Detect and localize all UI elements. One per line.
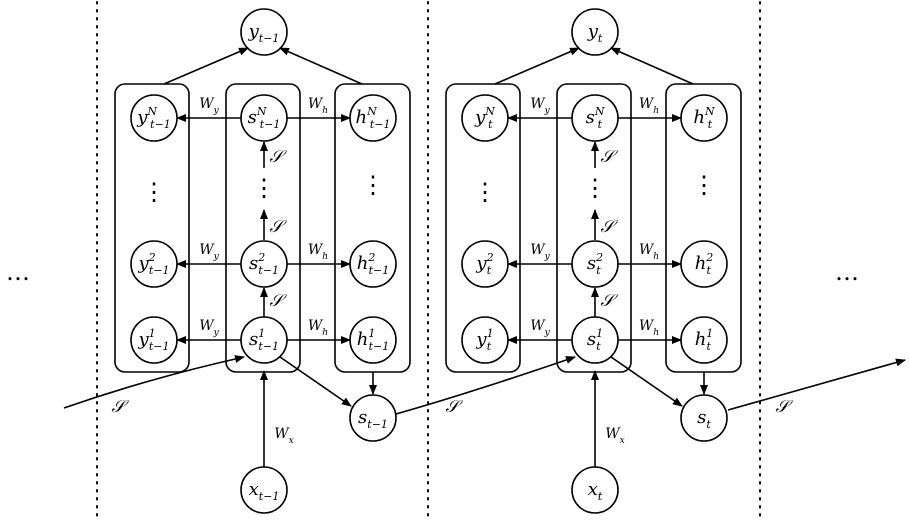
step-1-state-node: st−1 — [349, 394, 397, 442]
state-transfer-arrow — [395, 356, 576, 415]
step-2-wx-label: Wx — [605, 426, 624, 446]
step-1-y-dots: ⋮ — [142, 178, 166, 206]
step-1-s-label-2todots: 𝒮 — [269, 217, 287, 237]
step-2-output-node: yt — [571, 8, 619, 56]
step-2-s-label-dotstoN: 𝒮 — [600, 147, 618, 167]
step-1-output-node-label: yt−1 — [248, 21, 280, 45]
step-2-input-node-label: xt — [588, 479, 603, 503]
step-2-s1-to-state-arrow — [610, 356, 683, 407]
step-1-wx-label: Wx — [274, 426, 293, 446]
step-2-wy-label-3: Wy — [530, 318, 550, 338]
step-2-s-label-1to2: 𝒮 — [600, 291, 618, 311]
step-2-s-dots: ⋮ — [583, 174, 607, 202]
step-2-state-node: st — [680, 394, 728, 442]
step-1-state-node-circle — [349, 394, 397, 442]
step-2-output-node-label: yt — [587, 21, 603, 45]
step-2-s-layer-node-1-circle — [571, 94, 619, 142]
step-1-output-node-circle — [240, 8, 288, 56]
outgoing-state-arrow — [727, 358, 906, 411]
step-1-wh-label-3: Wh — [308, 318, 328, 338]
step-2-y-column-box — [445, 83, 521, 373]
step-1-wy-label-1: Wy — [199, 96, 219, 116]
step-2-wy-label-2: Wy — [530, 242, 550, 262]
step-1-state-node-label: st−1 — [358, 407, 388, 431]
step-2-output-node-circle — [571, 8, 619, 56]
left-ellipsis: … — [6, 258, 30, 286]
step-1-input-node-label: xt−1 — [249, 479, 280, 503]
step-2-y-to-output-arrow — [494, 47, 580, 85]
step-1-h-dots: ⋮ — [361, 171, 385, 199]
step-1-h-to-output-arrow — [279, 47, 363, 85]
incoming-state-arrow — [63, 355, 245, 409]
step-1-input-node: xt−1 — [240, 466, 288, 514]
step-2-wh-label-2: Wh — [639, 242, 659, 262]
step-2-s-label-2todots: 𝒮 — [600, 217, 618, 237]
step-1-output-node: yt−1 — [240, 8, 288, 56]
step-2-state-node-label: st — [697, 407, 711, 431]
step-1-y-to-output-arrow — [163, 47, 249, 85]
step-2-wh-label-1: Wh — [639, 96, 659, 116]
incoming-state-label: 𝒮 — [111, 397, 129, 417]
step-2-y-dots: ⋮ — [473, 178, 497, 206]
step-1-s-label-dotstoN: 𝒮 — [269, 147, 287, 167]
step-2-wy-label-1: Wy — [530, 96, 550, 116]
step-1-y-column-box — [114, 83, 190, 373]
step-1-s-dots: ⋮ — [252, 174, 276, 202]
step-2-h-to-output-arrow — [610, 47, 694, 85]
step-1-wy-label-3: Wy — [199, 318, 219, 338]
step-1-wy-label-2: Wy — [199, 242, 219, 262]
outgoing-state-label: 𝒮 — [775, 397, 793, 417]
state-transfer-label: 𝒮 — [445, 397, 463, 417]
step-2-wh-label-3: Wh — [639, 318, 659, 338]
step-1-s-label-1to2: 𝒮 — [269, 291, 287, 311]
step-2-state-node-circle — [680, 394, 728, 442]
step-1-wh-label-2: Wh — [308, 242, 328, 262]
step-1-wh-label-1: Wh — [308, 96, 328, 116]
step-2-input-node: xt — [571, 466, 619, 514]
right-ellipsis: … — [835, 258, 859, 286]
step-1-s1-to-state-arrow — [279, 356, 352, 407]
step-2-h-dots: ⋮ — [692, 171, 716, 199]
